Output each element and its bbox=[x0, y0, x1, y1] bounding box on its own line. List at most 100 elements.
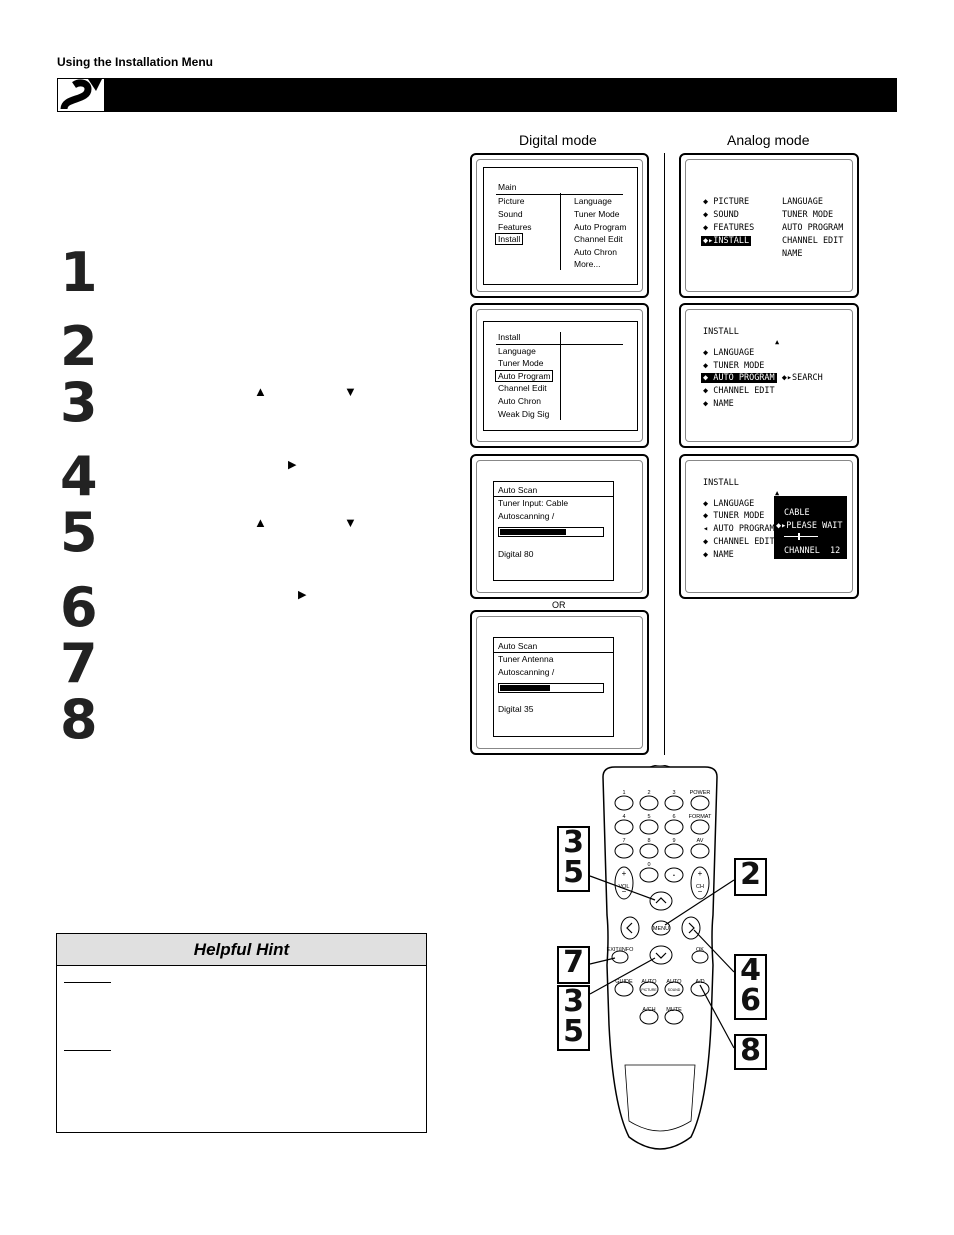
up-indicator-icon: ▲ bbox=[775, 489, 780, 497]
minus-icon: − bbox=[622, 887, 627, 896]
left-button[interactable] bbox=[620, 916, 640, 940]
right-arrow-icon: ▶ bbox=[298, 589, 307, 601]
divider bbox=[560, 193, 561, 270]
step-number-1: 1 bbox=[60, 241, 98, 304]
key-1-button-label: 1 bbox=[622, 790, 625, 796]
right-chevron-icon bbox=[688, 922, 695, 934]
submenu-item-channel-edit: CHANNEL EDIT bbox=[782, 236, 844, 246]
format-button-label: FORMAT bbox=[689, 814, 712, 820]
key-1-button[interactable]: 1 bbox=[614, 790, 634, 811]
scan-progress-fill bbox=[500, 529, 566, 535]
key-8-button[interactable]: 8 bbox=[639, 838, 659, 859]
divider bbox=[560, 332, 561, 420]
volume-button[interactable]: VOL bbox=[614, 866, 634, 900]
tuner-input-text: Tuner Antenna bbox=[498, 654, 554, 664]
guide-button[interactable]: GUIDE bbox=[614, 979, 634, 997]
overlay-progress-line bbox=[784, 536, 818, 537]
digital-mode-label: Digital mode bbox=[519, 132, 597, 148]
submenu-item-tuner-mode: Tuner Mode bbox=[574, 209, 620, 219]
format-button[interactable]: FORMAT bbox=[689, 814, 712, 835]
key-0-button[interactable]: 0 bbox=[639, 862, 659, 883]
svg-text:PICTURE: PICTURE bbox=[641, 988, 657, 992]
analog-mode-label: Analog mode bbox=[727, 132, 810, 148]
menu-item-sound: ◆ SOUND bbox=[703, 210, 739, 220]
ach-button[interactable]: A/CH bbox=[639, 1007, 659, 1025]
ad-button-label: A/D bbox=[695, 979, 704, 985]
right-arrow-icon: ▶ bbox=[288, 459, 297, 471]
power-button-label: POWER bbox=[690, 790, 711, 796]
menu-item-tuner-mode: ◆ TUNER MODE bbox=[703, 361, 765, 371]
menu-item-language: Language bbox=[498, 346, 536, 356]
menu-item-sound: Sound bbox=[498, 209, 523, 219]
key-7-button[interactable]: 7 bbox=[614, 838, 634, 859]
menu-item-auto-program-selected: Auto Program bbox=[495, 370, 554, 382]
left-chevron-icon bbox=[626, 922, 633, 934]
key-4-button-label: 4 bbox=[622, 814, 625, 820]
right-button[interactable] bbox=[681, 916, 701, 940]
step-number-4: 4 bbox=[60, 445, 98, 508]
av-button[interactable]: AV bbox=[690, 838, 710, 859]
key-5-button[interactable]: 5 bbox=[639, 814, 659, 835]
divider bbox=[496, 344, 623, 345]
up-indicator-icon: ▲ bbox=[775, 338, 780, 346]
scan-progress-bar bbox=[498, 683, 604, 693]
callout-step-2: 2 bbox=[734, 858, 767, 896]
scan-title: Auto Scan bbox=[498, 485, 538, 495]
menu-item-install-selected: Install bbox=[495, 233, 524, 245]
plus-icon: + bbox=[698, 869, 703, 878]
analog-auto-program-screen: INSTALL ▲ ◆ LANGUAGE ◆ TUNER MODE ◂ AUTO… bbox=[679, 454, 859, 599]
menu-title: INSTALL bbox=[703, 327, 739, 337]
key-9-button[interactable]: 9 bbox=[664, 838, 684, 859]
key-4-button[interactable]: 4 bbox=[614, 814, 634, 835]
digital-auto-scan-antenna-screen: Auto Scan Tuner Antenna Autoscanning / D… bbox=[470, 610, 649, 755]
mute-button-label: MUTE bbox=[666, 1007, 682, 1013]
submenu-item-language: LANGUAGE bbox=[782, 197, 823, 207]
tv-screen: Auto Scan Tuner Input: Cable Autoscannin… bbox=[493, 481, 614, 581]
exit-info-button[interactable]: EXIT/INFO bbox=[607, 947, 635, 964]
power-button[interactable]: POWER bbox=[690, 790, 711, 811]
dot-button-label: • bbox=[673, 873, 675, 879]
key-2-button[interactable]: 2 bbox=[639, 790, 659, 811]
analog-install-menu-screen: INSTALL ▲ ◆ LANGUAGE ◆ TUNER MODE ◆ AUTO… bbox=[679, 303, 859, 448]
key-6-button[interactable]: 6 bbox=[664, 814, 684, 835]
auto-sound-button-label: AUTO bbox=[666, 979, 682, 985]
down-button[interactable] bbox=[649, 945, 673, 965]
ok-button[interactable]: OK bbox=[691, 947, 709, 964]
key-5-button-label: 5 bbox=[647, 814, 650, 820]
menu-item-language: ◆ LANGUAGE bbox=[703, 499, 755, 509]
divider bbox=[496, 194, 623, 195]
ach-button-label: A/CH bbox=[642, 1007, 655, 1013]
overlay-progress-marker bbox=[798, 533, 800, 540]
guide-button-label: GUIDE bbox=[615, 979, 633, 985]
scan-progress-bar bbox=[498, 527, 604, 537]
svg-text:SOUND: SOUND bbox=[668, 988, 681, 992]
menu-title: Main bbox=[498, 182, 517, 192]
submenu-item-auto-program: AUTO PROGRAM bbox=[782, 223, 844, 233]
auto-sound-button[interactable]: AUTO SOUND bbox=[664, 979, 684, 997]
key-3-button[interactable]: 3 bbox=[664, 790, 684, 811]
submenu-item-auto-program: Auto Program bbox=[574, 222, 627, 232]
dot-button[interactable]: • bbox=[664, 867, 684, 883]
menu-item-features: Features bbox=[498, 222, 532, 232]
step-number-7: 7 bbox=[60, 632, 98, 695]
down-chevron-icon bbox=[655, 952, 667, 959]
scan-progress-fill bbox=[500, 685, 550, 691]
overlay-line-2: PLEASE WAIT bbox=[786, 521, 843, 531]
mode-divider bbox=[664, 153, 665, 755]
menu-title: Install bbox=[498, 332, 521, 342]
menu-item-tuner-mode: Tuner Mode bbox=[498, 358, 544, 368]
up-arrow-icon: ▲ bbox=[254, 384, 267, 399]
overlay-channel-label: CHANNEL bbox=[784, 546, 820, 556]
up-button[interactable] bbox=[649, 891, 673, 911]
up-arrow-icon: ▲ bbox=[254, 515, 267, 530]
channel-button[interactable]: CH bbox=[690, 866, 710, 900]
divider bbox=[494, 652, 613, 653]
callout-step-8: 8 bbox=[734, 1034, 767, 1070]
tv-screen: Auto Scan Tuner Antenna Autoscanning / D… bbox=[493, 637, 614, 737]
search-overlay: CABLE ◆▸PLEASE WAIT CHANNEL 12 bbox=[774, 496, 847, 559]
analog-main-menu-screen: ◆ PICTURE ◆ SOUND ◆ FEATURES ◆▸INSTALL L… bbox=[679, 153, 859, 298]
mute-button[interactable]: MUTE bbox=[664, 1007, 684, 1025]
header-bar bbox=[57, 78, 897, 112]
